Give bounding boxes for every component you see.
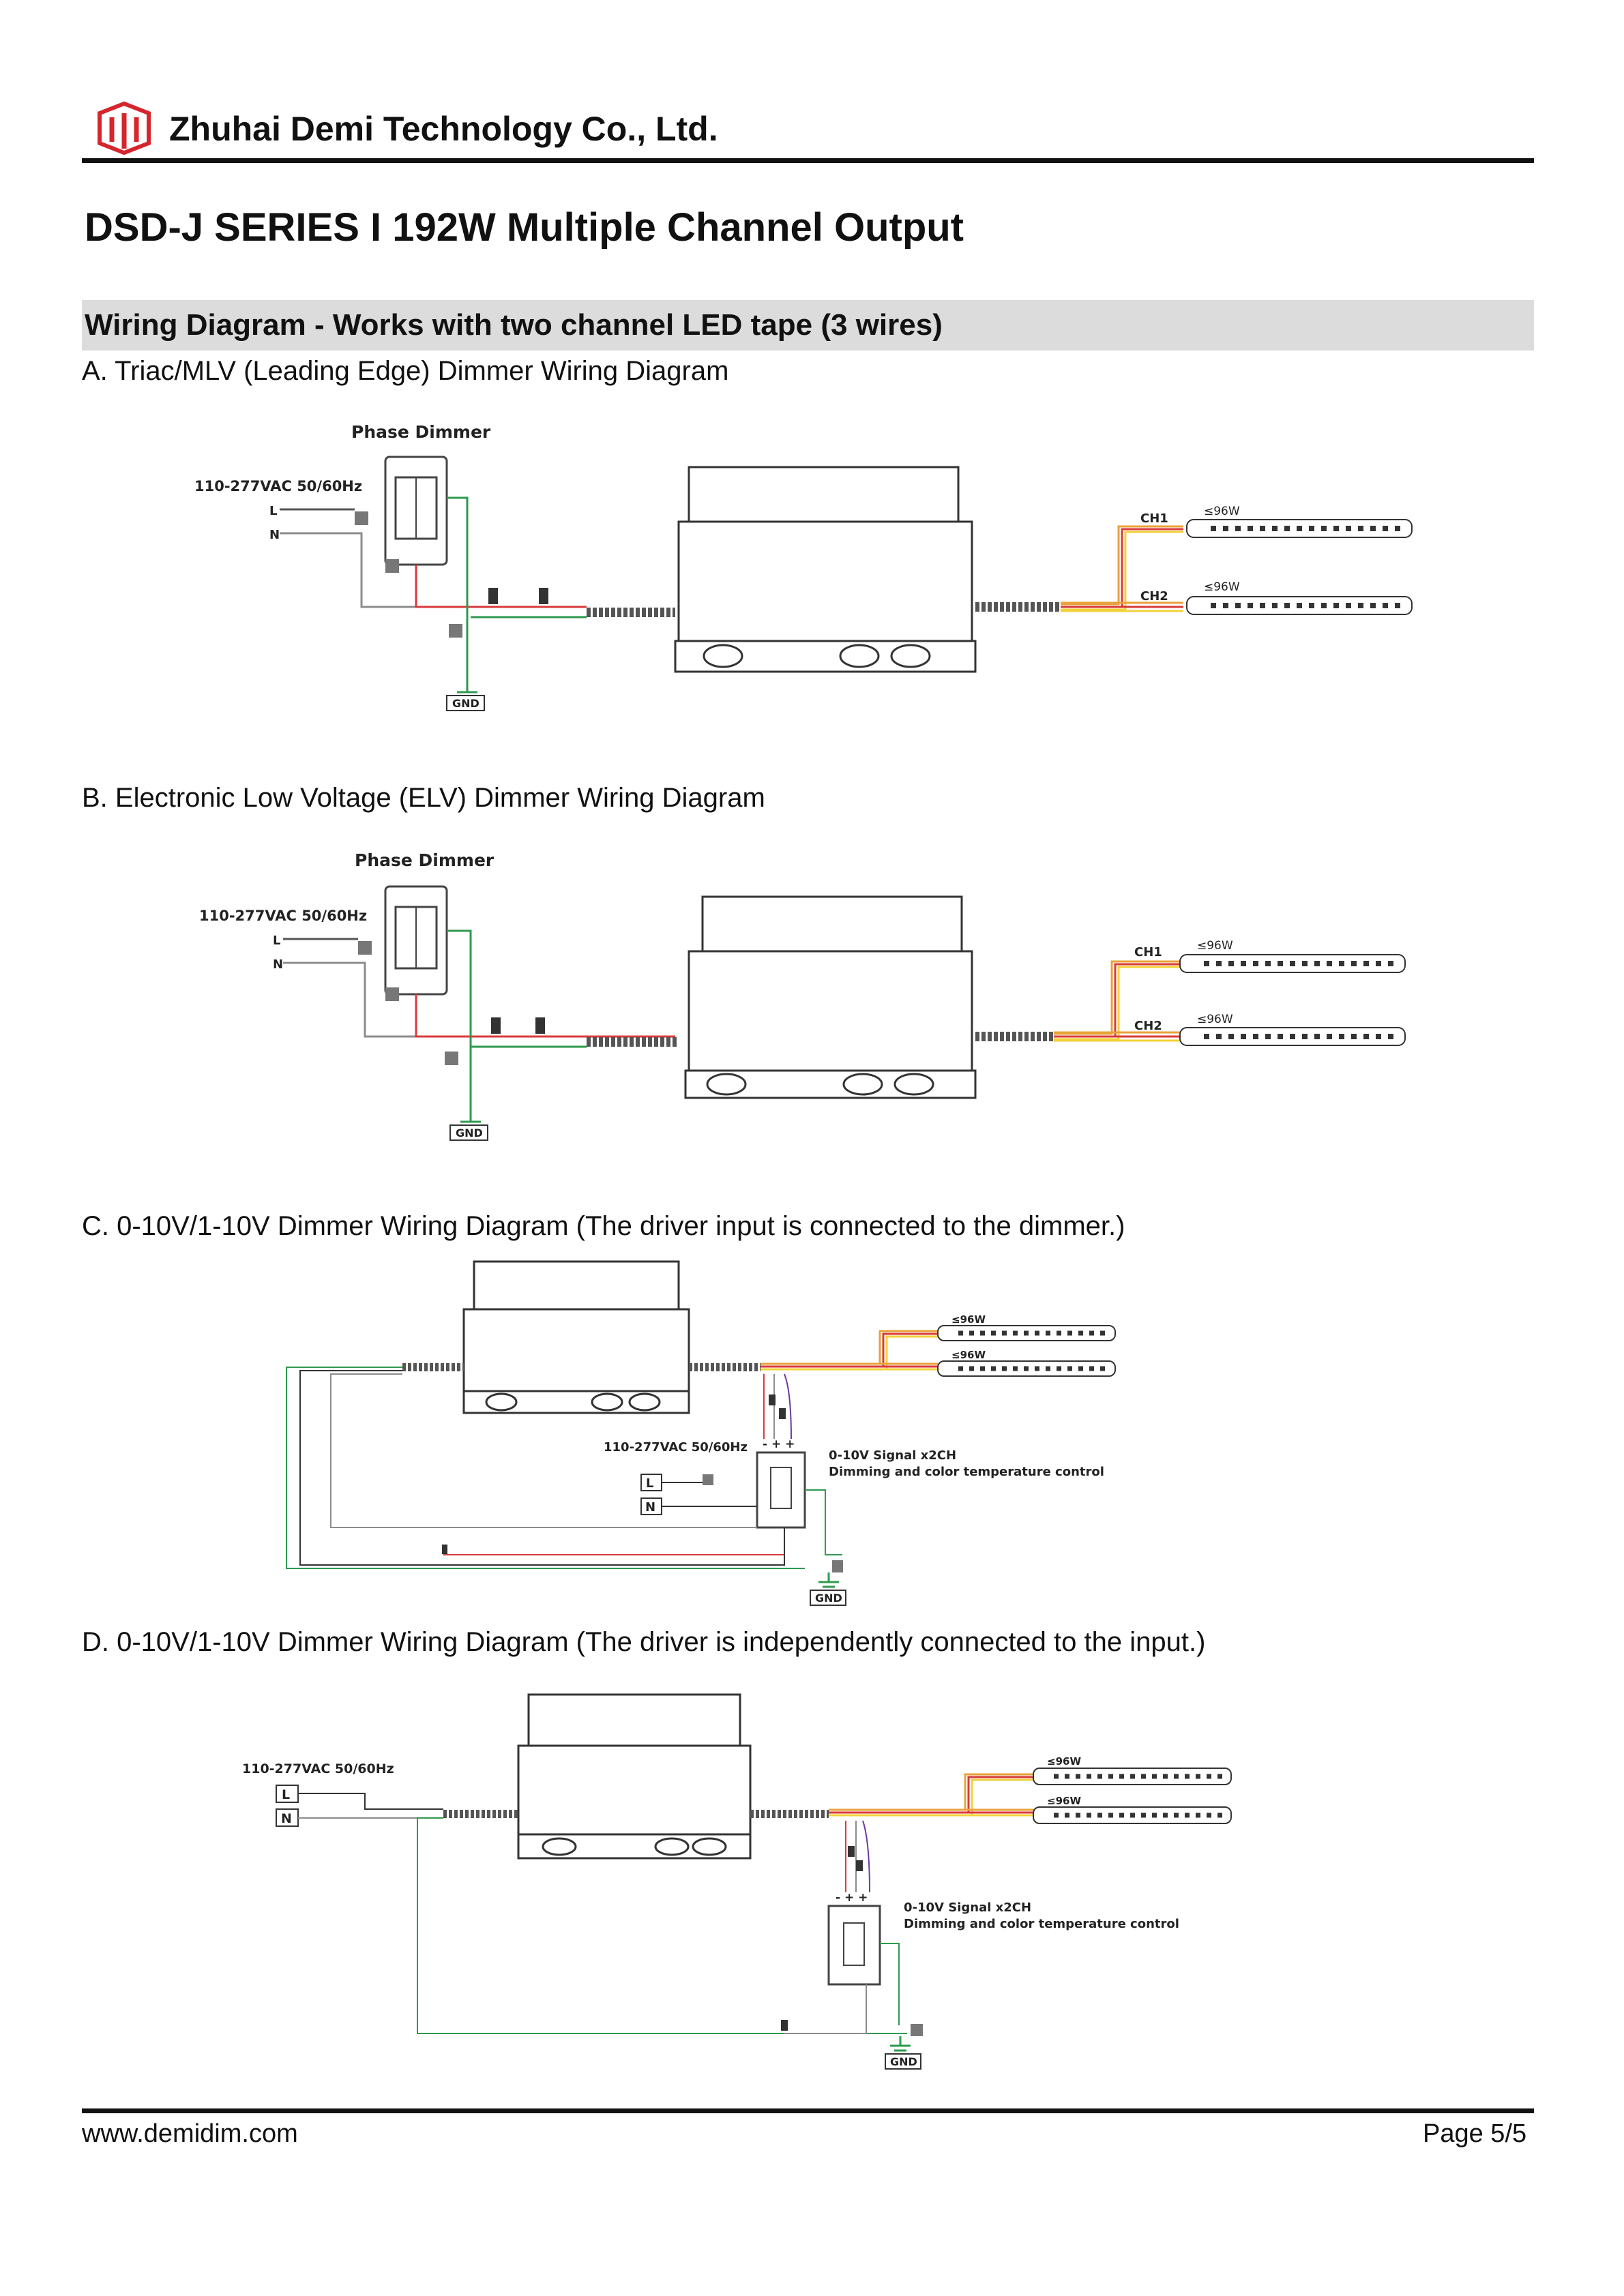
gnd-label: GND <box>452 697 479 710</box>
ground-symbol-icon <box>890 2036 911 2052</box>
ground-symbol-icon <box>818 1572 839 1588</box>
line-label: L <box>282 1787 290 1802</box>
polarity-label: - + + <box>763 1437 795 1451</box>
ch2-label: CH2 <box>1134 1019 1162 1033</box>
led-strip-ch2 <box>1033 1806 1232 1824</box>
wire-nut-icon <box>442 1545 447 1554</box>
diagram-b-caption: B. Electronic Low Voltage (ELV) Dimmer W… <box>82 783 765 813</box>
ground-symbol-icon <box>460 1112 481 1133</box>
line-label: L <box>269 504 277 518</box>
led-strip-ch2 <box>1179 1027 1406 1046</box>
company-name: Zhuhai Demi Technology Co., Ltd. <box>169 110 718 148</box>
neutral-label: N <box>645 1500 655 1515</box>
supply-label: 110-277VAC 50/60Hz <box>194 478 362 494</box>
wire-nut-icon <box>769 1395 786 1419</box>
supply-label: 110-277VAC 50/60Hz <box>604 1440 748 1455</box>
company-logo <box>98 101 151 155</box>
wire-nut-icon <box>491 1017 545 1034</box>
footer-rule <box>82 2108 1534 2113</box>
line-label: L <box>273 934 280 948</box>
supply-label: 110-277VAC 50/60Hz <box>199 908 367 924</box>
wire-nut-icon <box>488 588 548 604</box>
ch1-watt-label: ≤96W <box>1197 939 1233 953</box>
led-strip-ch1 <box>937 1325 1116 1341</box>
ch1-watt-label: ≤96W <box>1047 1755 1081 1768</box>
page-number: Page 5/5 <box>1423 2119 1527 2148</box>
polarity-label: - + + <box>836 1891 868 1905</box>
neutral-label: N <box>269 528 280 542</box>
diagram-d-caption: D. 0-10V/1-10V Dimmer Wiring Diagram (Th… <box>82 1627 1206 1657</box>
diagram-c-caption: C. 0-10V/1-10V Dimmer Wiring Diagram (Th… <box>82 1211 1125 1241</box>
document-title: DSD-J SERIES I 192W Multiple Channel Out… <box>85 205 964 250</box>
line-label: L <box>646 1476 653 1491</box>
wire-nut-icon <box>848 1846 863 1871</box>
diagram-c: ≤96W ≤96W - + + 0-10V Signal x2CH Dimmin… <box>286 1260 1116 1606</box>
ch1-watt-label: ≤96W <box>1204 505 1240 518</box>
signal-description: Dimming and color temperature control <box>904 1917 1179 1931</box>
ground-connector-icon <box>911 2024 923 2036</box>
led-driver <box>684 895 977 1099</box>
led-strip-ch2 <box>1186 596 1413 615</box>
gnd-label: GND <box>456 1127 483 1139</box>
supply-label: 110-277VAC 50/60Hz <box>242 1761 394 1776</box>
led-driver <box>517 1693 752 1860</box>
signal-label: 0-10V Signal x2CH <box>829 1448 956 1463</box>
led-driver <box>462 1260 690 1414</box>
gnd-label: GND <box>815 1592 842 1605</box>
section-title: Wiring Diagram - Works with two channel … <box>85 308 943 342</box>
led-strip-ch1 <box>1179 954 1406 973</box>
ch2-watt-label: ≤96W <box>1204 580 1240 594</box>
led-strip-ch2 <box>937 1360 1116 1377</box>
ground-connector-icon <box>449 624 462 638</box>
signal-label: 0-10V Signal x2CH <box>904 1900 1031 1915</box>
gnd-label: GND <box>890 2055 917 2068</box>
led-driver <box>674 466 977 673</box>
diagram-b: Phase Dimmer 110-277VAC 50/60Hz L N GND … <box>199 850 1406 1141</box>
website-link[interactable]: www.demidim.com <box>82 2119 298 2148</box>
0-10v-dimmer <box>827 1905 881 1986</box>
phase-dimmer-label: Phase Dimmer <box>355 850 494 870</box>
neutral-label: N <box>281 1811 292 1826</box>
ch2-label: CH2 <box>1140 589 1168 603</box>
wire-nut-icon <box>781 2020 788 2031</box>
signal-description: Dimming and color temperature control <box>829 1465 1104 1479</box>
ch2-watt-label: ≤96W <box>951 1349 986 1361</box>
ch1-label: CH1 <box>1134 945 1162 959</box>
input-connector-icon <box>703 1474 713 1485</box>
ch1-watt-label: ≤96W <box>951 1313 986 1326</box>
ch2-watt-label: ≤96W <box>1047 1795 1081 1807</box>
header-rule <box>82 158 1534 163</box>
phase-dimmer <box>358 885 448 1001</box>
ground-connector-icon <box>445 1052 458 1065</box>
diagram-a-caption: A. Triac/MLV (Leading Edge) Dimmer Wirin… <box>82 356 729 386</box>
phase-dimmer-label: Phase Dimmer <box>351 422 491 442</box>
0-10v-dimmer <box>756 1451 806 1529</box>
section-header-bar <box>82 300 1534 351</box>
neutral-label: N <box>273 957 283 972</box>
diagram-a: Phase Dimmer 110-277VAC 50/60Hz L N GND … <box>194 422 1413 711</box>
diagram-d: 110-277VAC 50/60Hz L N ≤96W ≤96W - + + 0… <box>242 1693 1232 2070</box>
phase-dimmer <box>355 456 448 573</box>
ground-connector-icon <box>832 1560 843 1572</box>
led-strip-ch1 <box>1033 1768 1232 1785</box>
ch1-label: CH1 <box>1140 511 1168 526</box>
led-strip-ch1 <box>1186 519 1413 538</box>
ch2-watt-label: ≤96W <box>1197 1013 1233 1026</box>
ground-symbol-icon <box>457 682 477 703</box>
